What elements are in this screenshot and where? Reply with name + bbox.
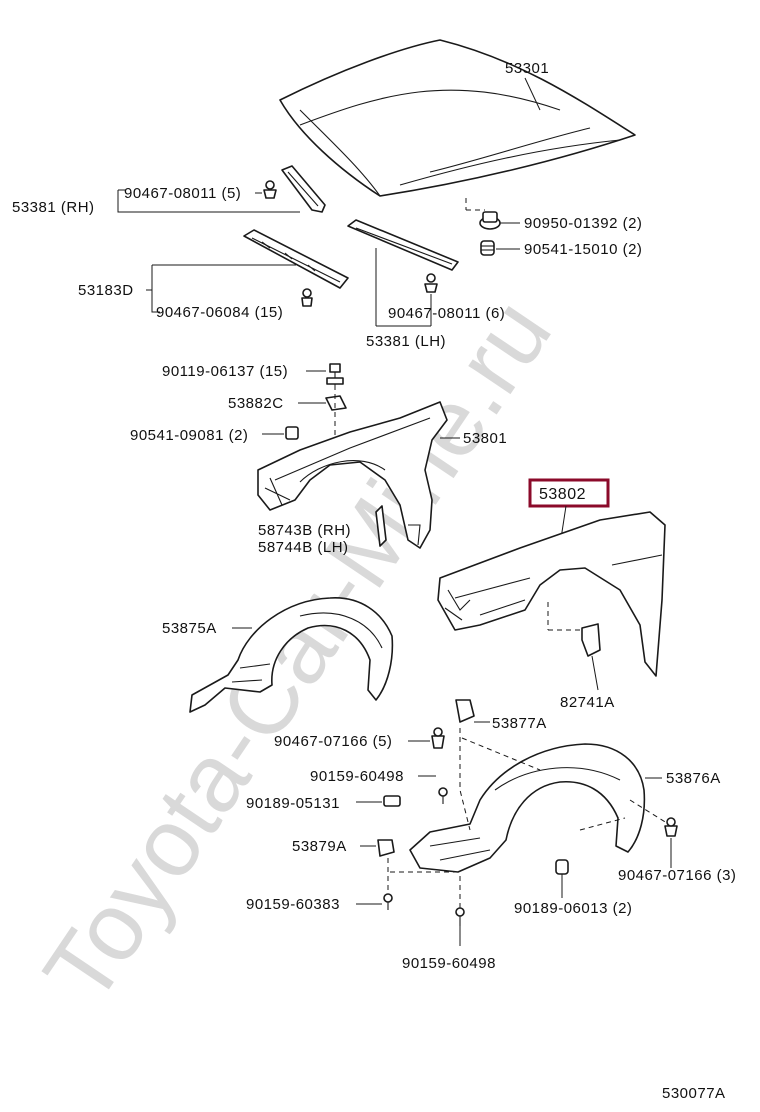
screw-icon [383,893,393,910]
label-liner-lh: 53876A [666,770,721,787]
moulding-icon [375,505,387,547]
bracket2-icon [581,623,601,657]
label-nut1: 90189-05131 [246,795,340,812]
label-cushion: 90950-01392 (2) [524,215,642,232]
label-screw2: 90159-60383 [246,896,340,913]
label-seal2: 53879A [292,838,347,855]
label-cushion3: 90541-09081 (2) [130,427,248,444]
cushion-icon [285,426,299,440]
label-moulding-lh: 58744B (LH) [258,539,349,556]
screw-icon [455,907,465,926]
label-seal-rh-part: 53381 (RH) [12,199,95,216]
nut-icon [555,859,569,875]
hood-seal-center-icon [243,229,349,289]
nut-icon [383,795,401,807]
screw-icon [438,787,448,804]
label-fender-rh: 53801 [463,430,507,447]
label-clip2: 90467-07166 (3) [618,867,736,884]
hood-illustration [279,39,636,197]
clip-icon [664,817,678,837]
cushion-small-icon [480,240,495,256]
hood-seal-rh-icon [281,165,326,213]
label-bracket3: 53877A [492,715,547,732]
bracket-icon [325,395,347,411]
label-screw1: 90159-60498 [310,768,404,785]
liner-rh-illustration [189,597,394,713]
clip-icon [263,180,277,199]
label-seal-center-clip: 90467-06084 (15) [156,304,283,321]
seal2-icon [377,839,395,857]
highlight-box [528,478,610,508]
label-seal-rh-clip: 90467-08011 (5) [124,185,241,202]
label-clip1: 90467-07166 (5) [274,733,392,750]
diagram-id: 530077A [662,1085,726,1102]
label-seal-lh-clip: 90467-08011 (6) [388,305,505,322]
label-bracket2: 82741A [560,694,615,711]
label-screw3: 90159-60498 [402,955,496,972]
clip-icon [301,288,313,307]
label-bolt1: 90119-06137 (15) [162,363,288,380]
hood-cushion-icon [479,211,501,230]
label-liner-rh: 53875A [162,620,217,637]
bracket3-icon [455,699,475,723]
fender-rh-illustration [257,401,448,549]
label-bracket: 53882C [228,395,284,412]
label-hood: 53301 [505,60,549,77]
label-cushion2: 90541-15010 (2) [524,241,642,258]
fender-lh-illustration [437,511,666,677]
bolt-icon [326,363,344,385]
label-seal-lh-part: 53381 (LH) [366,333,446,350]
clip-icon [431,727,445,749]
label-nut2: 90189-06013 (2) [514,900,632,917]
hood-seal-lh-icon [347,219,459,271]
clip-icon [424,273,438,293]
liner-lh-illustration [409,743,646,873]
label-fender-lh[interactable]: 53802 [539,486,586,503]
label-seal-center: 53183D [78,282,134,299]
label-moulding-rh: 58743B (RH) [258,522,351,539]
